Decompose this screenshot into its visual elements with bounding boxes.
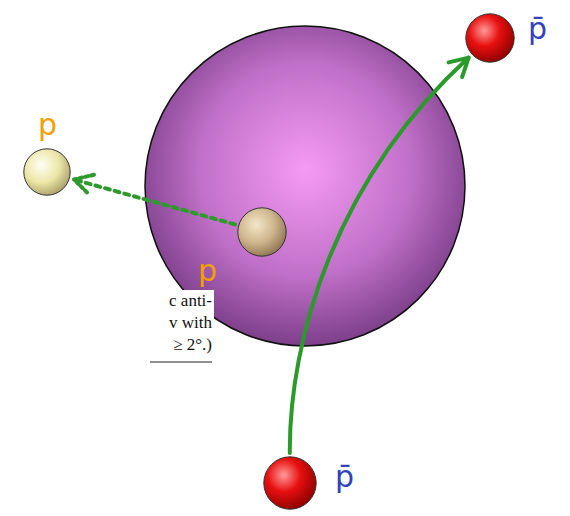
proton-ball: p — [23, 148, 71, 196]
ball-circle — [264, 457, 316, 509]
particle-label: p — [38, 108, 57, 142]
ball-circle — [238, 208, 286, 256]
ball-shape — [237, 207, 287, 257]
ball-shape — [465, 13, 515, 63]
ball-circle — [24, 149, 70, 195]
particle-label: p — [198, 254, 217, 288]
particle-label: p̄ — [528, 12, 547, 46]
ball-shape — [263, 456, 317, 510]
paper-text-line: ≥ 2°.) — [0, 334, 212, 356]
arrow-head — [74, 175, 94, 194]
ball-shape — [23, 148, 71, 196]
emission-arrow — [74, 175, 235, 225]
ball-circle — [466, 14, 514, 62]
proton-ball: p — [237, 207, 287, 257]
paper-excerpt: c anti-v with≥ 2°.) — [0, 290, 212, 356]
particle-label: p̄ — [335, 460, 354, 494]
table-rule — [150, 362, 212, 363]
antiproton-ball: p̄ — [263, 456, 317, 510]
connector-line — [74, 180, 235, 225]
connector-line — [290, 58, 469, 453]
paper-text-line: v with — [0, 312, 212, 334]
antiproton-ball: p̄ — [465, 13, 515, 63]
trajectory-arrow — [290, 58, 469, 453]
paper-text-line: c anti- — [0, 290, 212, 312]
arrow-head — [449, 58, 469, 78]
